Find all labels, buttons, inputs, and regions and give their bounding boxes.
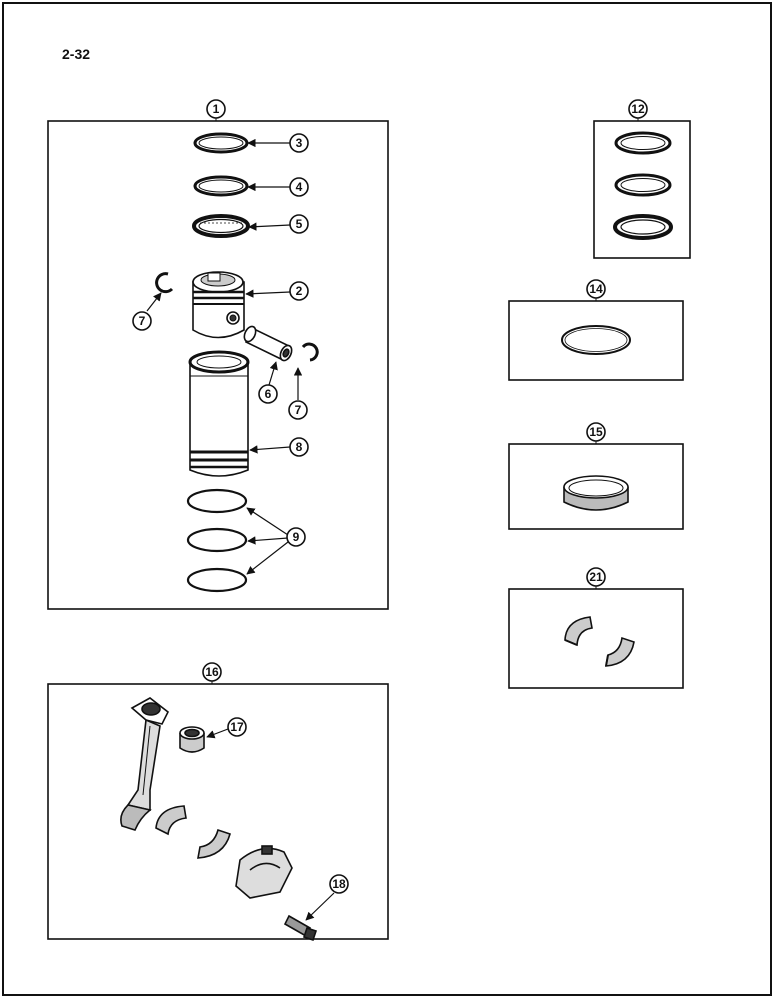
group-callout-21: 21	[586, 567, 606, 587]
rod-bolt	[283, 914, 318, 942]
svg-text:5: 5	[296, 217, 303, 231]
svg-text:18: 18	[332, 877, 346, 891]
svg-text:4: 4	[296, 180, 303, 194]
callout-3: 3	[289, 133, 309, 153]
callout-17: 17	[227, 717, 247, 737]
svg-text:2: 2	[296, 284, 303, 298]
svg-text:15: 15	[589, 425, 603, 439]
callout-6: 6	[258, 384, 278, 404]
piston	[192, 271, 245, 339]
piston-ring-second	[193, 175, 249, 197]
callout-7-right: 7	[288, 400, 308, 420]
group-callout-12: 12	[628, 99, 648, 119]
callout-5: 5	[289, 214, 309, 234]
callout-8: 8	[289, 437, 309, 457]
svg-text:1: 1	[213, 102, 220, 116]
snap-ring-right	[301, 342, 319, 362]
panel-ring-set: 12	[593, 99, 691, 259]
panel-connecting-rod: 16 17	[47, 662, 389, 942]
panel-sleeve: 15	[508, 422, 684, 530]
callout-18: 18	[329, 874, 349, 894]
svg-text:8: 8	[296, 440, 303, 454]
callout-7-left: 7	[132, 311, 152, 331]
svg-text:9: 9	[293, 530, 300, 544]
group-callout-14: 14	[586, 279, 606, 299]
svg-text:6: 6	[265, 387, 272, 401]
svg-text:7: 7	[295, 403, 302, 417]
piston-ring-oil	[192, 214, 250, 238]
panel-piston-kit: 1 3 4 5	[47, 99, 389, 610]
callout-4: 4	[289, 177, 309, 197]
piston-pin	[243, 325, 293, 362]
cylinder-liner	[188, 350, 250, 477]
svg-text:12: 12	[631, 102, 645, 116]
group-callout-15: 15	[586, 422, 606, 442]
svg-text:14: 14	[589, 282, 603, 296]
page-number: 2-32	[62, 46, 91, 62]
callout-2: 2	[289, 281, 309, 301]
panel-seal-ring: 14	[508, 279, 684, 381]
snap-ring-left	[155, 272, 174, 294]
connecting-rod	[120, 697, 170, 831]
svg-text:17: 17	[230, 720, 244, 734]
svg-text:3: 3	[296, 136, 303, 150]
o-rings	[186, 488, 248, 593]
group-callout-16: 16	[202, 662, 222, 682]
svg-text:16: 16	[205, 665, 219, 679]
svg-text:7: 7	[139, 314, 146, 328]
group-callout-1: 1	[206, 99, 226, 119]
callout-9: 9	[286, 527, 306, 547]
svg-text:21: 21	[589, 570, 603, 584]
small-end-bushing	[179, 726, 205, 753]
rod-bearing-halves	[155, 805, 231, 859]
piston-ring-top	[193, 132, 249, 154]
panel-bearing-set: 21	[508, 567, 684, 689]
rod-cap	[235, 845, 293, 899]
